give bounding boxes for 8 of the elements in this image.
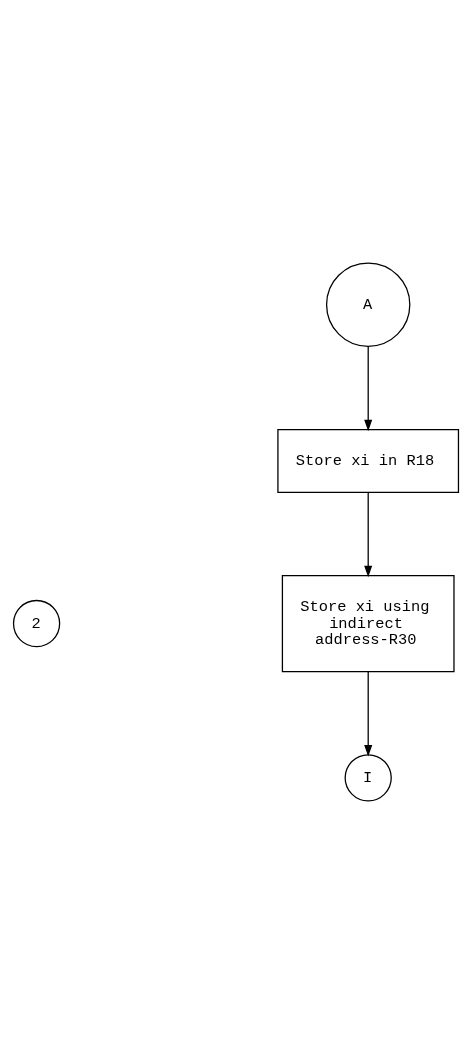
arrow <box>364 491 373 578</box>
node-circle: I <box>344 754 392 802</box>
node-circle: A <box>325 262 411 347</box>
arrow <box>364 345 373 432</box>
node-box: Store xi in R18 <box>277 428 460 493</box>
node-box: Store xi using indirect address-R30 <box>281 574 455 673</box>
arrow <box>364 670 373 757</box>
node-circle: 2 <box>12 599 61 648</box>
